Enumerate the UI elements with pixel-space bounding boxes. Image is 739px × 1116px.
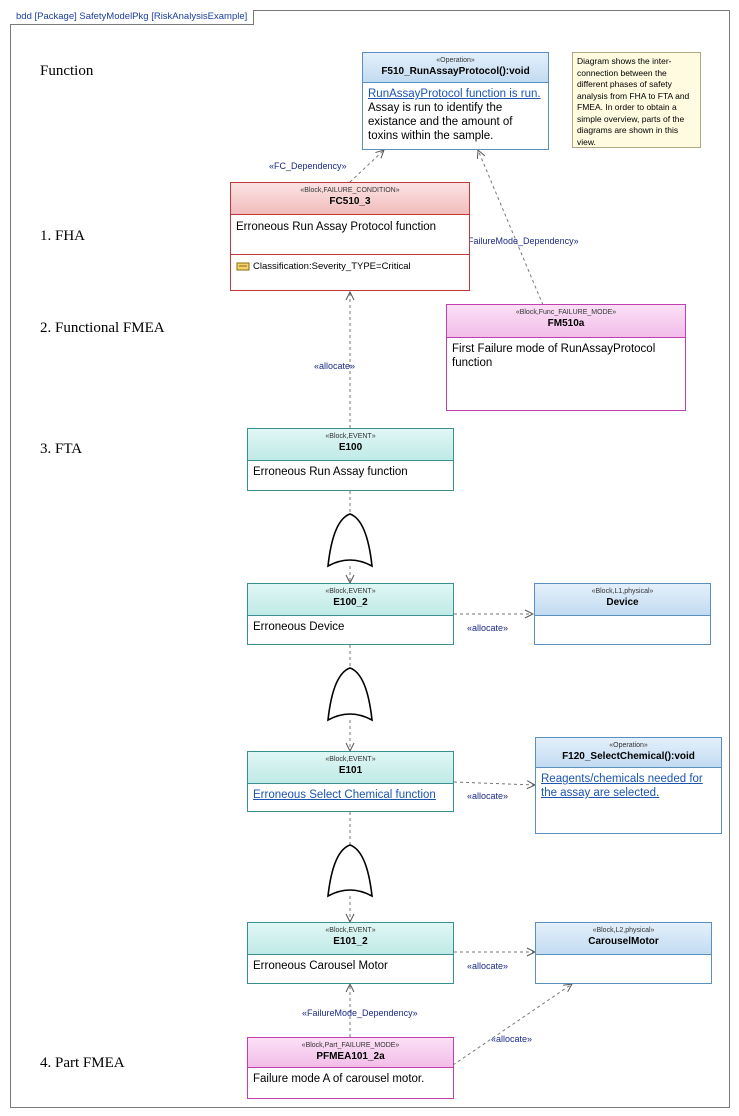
block-name: CarouselMotor [588, 936, 659, 947]
allocate-label-5: «allocate» [491, 1034, 533, 1044]
block-description: Reagents/chemicals needed for the assay … [536, 768, 721, 804]
block-name: E100_2 [333, 597, 368, 608]
diagram-frame [10, 10, 730, 1108]
stereotype: «Block,EVENT» [325, 588, 376, 595]
or-gate-1 [327, 513, 373, 568]
block-e101[interactable]: «Block,EVENT» E101 Erroneous Select Chem… [247, 751, 454, 812]
or-gate-3 [327, 844, 373, 898]
block-description: Erroneous Select Chemical function [248, 784, 453, 806]
allocate-label-3: «allocate» [467, 791, 509, 801]
attribute-text: Classification:Severity_TYPE=Critical [253, 261, 411, 272]
stereotype: «Block,Func_FAILURE_MODE» [515, 309, 617, 316]
stereotype: «Operation» [436, 57, 475, 64]
allocate-line-f120 [453, 782, 535, 785]
block-fm510a[interactable]: «Block,Func_FAILURE_MODE» FM510a First F… [446, 304, 686, 411]
block-header: «Block,L1,physical» Device [535, 584, 710, 616]
stereotype: «Block,EVENT» [325, 756, 376, 763]
stereotype: «Block,L2,physical» [592, 927, 655, 934]
allocate-label-4: «allocate» [467, 961, 509, 971]
block-header: «Operation» F120_SelectChemical():void [536, 738, 721, 768]
failuremode-dependency-label-2: «FailureMode_Dependency» [302, 1008, 418, 1018]
failuremode-dependency-line [478, 150, 544, 306]
block-name: E100 [338, 442, 363, 453]
description-link[interactable]: Reagents/chemicals needed for the assay … [541, 773, 703, 799]
stereotype: «Block,L1,physical» [591, 588, 654, 595]
allocate-label-2: «allocate» [467, 623, 509, 633]
block-name: E101_2 [333, 936, 368, 947]
description-link[interactable]: Erroneous Select Chemical function [253, 789, 436, 801]
lane-fha: 1. FHA [40, 228, 86, 244]
lane-functional-fmea: 2. Functional FMEA [40, 320, 165, 336]
block-description: Erroneous Device [253, 621, 345, 633]
block-e100-2[interactable]: «Block,EVENT» E100_2 Erroneous Device [247, 583, 454, 645]
block-e101-2[interactable]: «Block,EVENT» E101_2 Erroneous Carousel … [247, 922, 454, 984]
block-name: PFMEA101_2a [316, 1051, 385, 1062]
block-header: «Block,EVENT» E101_2 [248, 923, 453, 955]
block-name: F120_SelectChemical():void [562, 751, 695, 762]
diagram-note: Diagram shows the inter-connection betwe… [572, 52, 701, 148]
block-name: Device [606, 597, 639, 608]
failuremode-dependency-label: «FailureMode_Dependency» [463, 236, 579, 246]
block-device[interactable]: «Block,L1,physical» Device [534, 583, 711, 645]
block-pfmea101-2a[interactable]: «Block,Part_FAILURE_MODE» PFMEA101_2a Fa… [247, 1037, 454, 1099]
block-description: First Failure mode of RunAssayProtocol f… [452, 343, 656, 369]
stereotype: «Block,EVENT» [325, 433, 376, 440]
block-description: Failure mode A of carousel motor. [253, 1073, 425, 1085]
stereotype: «Operation» [609, 742, 648, 749]
block-header: «Block,L2,physical» CarouselMotor [536, 923, 711, 955]
block-header: «Block,EVENT» E101 [248, 752, 453, 784]
stereotype: «Block,Part_FAILURE_MODE» [301, 1042, 400, 1049]
stereotype: «Block,FAILURE_CONDITION» [300, 187, 400, 194]
description-text: Assay is run to identify the existance a… [368, 102, 513, 142]
block-header: «Block,Part_FAILURE_MODE» PFMEA101_2a [248, 1038, 453, 1068]
block-header: «Block,EVENT» E100 [248, 429, 453, 461]
stereotype: «Block,EVENT» [325, 927, 376, 934]
allocate-label-1: «allocate» [314, 361, 356, 371]
block-header: «Operation» F510_RunAssayProtocol():void [363, 53, 548, 83]
block-fc510-3[interactable]: «Block,FAILURE_CONDITION» FC510_3 Errone… [230, 182, 470, 291]
block-header: «Block,Func_FAILURE_MODE» FM510a [447, 305, 685, 338]
lane-part-fmea: 4. Part FMEA [40, 1055, 125, 1071]
block-name: FM510a [547, 318, 585, 329]
block-carousel-motor[interactable]: «Block,L2,physical» CarouselMotor [535, 922, 712, 984]
block-f510-operation[interactable]: «Operation» F510_RunAssayProtocol():void… [362, 52, 549, 150]
attribute-compartment: Classification:Severity_TYPE=Critical [231, 254, 469, 278]
block-description: Erroneous Run Assay function [253, 466, 408, 478]
block-description: Erroneous Carousel Motor [253, 960, 388, 972]
block-name: F510_RunAssayProtocol():void [381, 66, 530, 77]
block-header: «Block,EVENT» E100_2 [248, 584, 453, 616]
or-gate-2 [327, 667, 373, 722]
frame-title: bdd [Package] SafetyModelPkg [RiskAnalys… [10, 10, 255, 25]
block-description: Erroneous Run Assay Protocol function [236, 221, 437, 233]
block-description: RunAssayProtocol function is run. Assay … [363, 83, 548, 147]
fc-dependency-line [349, 150, 384, 183]
block-name: FC510_3 [329, 196, 371, 207]
block-e100[interactable]: «Block,EVENT» E100 Erroneous Run Assay f… [247, 428, 454, 491]
fc-dependency-label: «FC_Dependency» [269, 161, 347, 171]
block-name: E101 [338, 765, 363, 776]
allocate-line-pfmea [452, 984, 572, 1066]
lane-function: Function [40, 63, 94, 79]
description-link[interactable]: RunAssayProtocol function is run. [368, 88, 541, 100]
lane-fta: 3. FTA [40, 441, 83, 457]
attribute-icon [236, 262, 250, 271]
block-f120-operation[interactable]: «Operation» F120_SelectChemical():void R… [535, 737, 722, 834]
block-header: «Block,FAILURE_CONDITION» FC510_3 [231, 183, 469, 215]
